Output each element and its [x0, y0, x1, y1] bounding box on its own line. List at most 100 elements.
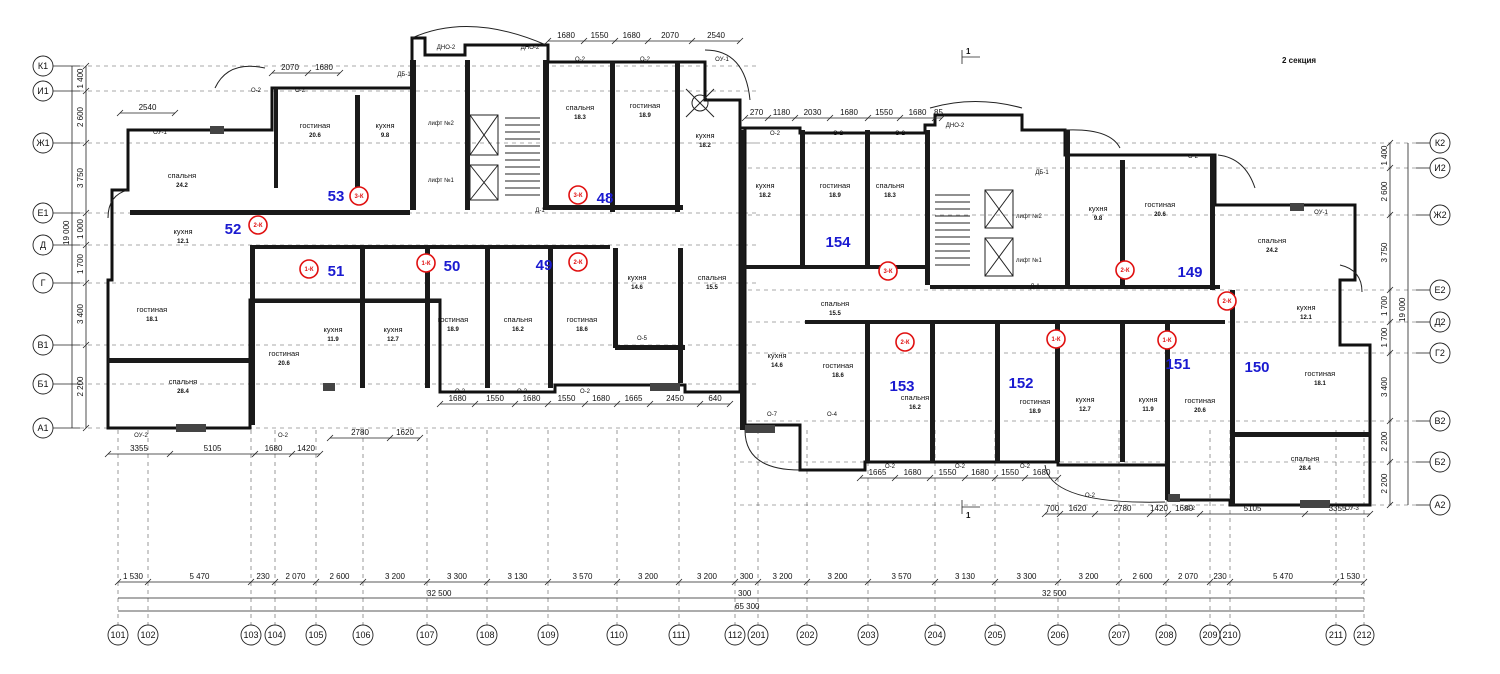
badge-label: 1-К [1052, 337, 1061, 343]
dimension-label: 5 470 [189, 572, 210, 581]
room-name: гостиная [269, 349, 300, 358]
dimension-label: 1 700 [76, 253, 85, 274]
apartment-number: 49 [536, 257, 553, 274]
window-code: ДНО-2 [437, 45, 456, 51]
axis-label: Б2 [1435, 457, 1446, 467]
dimension-label: 2070 [661, 31, 679, 40]
room-area: 18.6 [576, 327, 588, 333]
dimension-tick [726, 400, 734, 408]
dimension-label: 1680 [1033, 468, 1051, 477]
dimension-label: 3 200 [638, 572, 659, 581]
axis-bubble-bottom: 205 [984, 624, 1006, 646]
axis-bubble-bottom: 212 [1353, 624, 1375, 646]
axis-bubble-bottom: 106 [352, 624, 374, 646]
room-area: 18.2 [699, 143, 711, 149]
dimension-tick [896, 114, 904, 122]
window-code: О-2 [575, 57, 586, 63]
axis-label: 105 [308, 630, 323, 640]
dimension-label: 1 400 [76, 68, 85, 89]
dimension-label: 85 [934, 108, 943, 117]
dimension-label: 1 530 [123, 572, 144, 581]
room-area: 14.6 [771, 363, 783, 369]
room-name: спальня [168, 171, 196, 180]
dimension-label: 3 200 [385, 572, 406, 581]
apartment-number: 50 [444, 258, 461, 275]
dimension-label: 1 000 [76, 218, 85, 239]
room-name: кухня [1075, 395, 1094, 404]
dimension-tick [864, 578, 872, 586]
dimension-label: 1 530 [1340, 572, 1361, 581]
room-name: спальня [821, 299, 849, 308]
axis-label: 207 [1111, 630, 1126, 640]
axis-circle [984, 624, 1006, 646]
dimension-tick [731, 578, 739, 586]
dimension-tick [471, 400, 479, 408]
badge-circle [568, 252, 588, 272]
badge-label: 1-К [422, 261, 431, 267]
dimension-tick [326, 434, 334, 442]
room-name: спальня [876, 181, 904, 190]
axis-bubble-bottom: 111 [668, 624, 690, 646]
axis-label: В2 [1434, 416, 1445, 426]
dimension-label: 1550 [1001, 468, 1019, 477]
dimension-tick [544, 578, 552, 586]
axis-bubble-right: Е2 [1416, 279, 1451, 301]
dimension-tick [864, 114, 872, 122]
dimension-tick [82, 341, 90, 349]
badge-circle [568, 185, 588, 205]
dimension-label: 3355 [130, 444, 148, 453]
dimension-label: 3 750 [1380, 242, 1389, 263]
room-name: кухня [767, 351, 786, 360]
room-name: кухня [755, 181, 774, 190]
dimension-tick [688, 37, 696, 45]
dimension-label: 1680 [265, 444, 283, 453]
dimension-tick [581, 400, 589, 408]
room-name: кухня [627, 273, 646, 282]
dimension-tick [646, 400, 654, 408]
dimension-tick [511, 400, 519, 408]
axis-circle [1047, 624, 1069, 646]
dimension-tick [436, 400, 444, 408]
room-name: гостиная [630, 101, 661, 110]
dimension-label: 2 600 [1380, 181, 1389, 202]
axis-bubble-right: Б2 [1416, 451, 1451, 473]
dimension-tick [1115, 578, 1123, 586]
window-code: ДБ-1 [397, 72, 411, 78]
axis-circle [416, 624, 438, 646]
axis-bubble-bottom: 101 [107, 624, 129, 646]
axis-bubble-bottom: 103 [240, 624, 262, 646]
axis-label: Г2 [1435, 348, 1445, 358]
dimension-label: 3 200 [772, 572, 793, 581]
axis-bubble-bottom: 208 [1155, 624, 1177, 646]
axis-bubble-bottom: 201 [747, 624, 769, 646]
dimension-total-left: 32 500 [427, 589, 452, 598]
axis-bubble-left: Г [32, 272, 80, 294]
dimension-label: 640 [708, 394, 722, 403]
axis-circle [1219, 624, 1241, 646]
axis-bubble-bottom: 207 [1108, 624, 1130, 646]
window-code: ОУ-1 [1314, 210, 1328, 216]
room-area: 9.8 [1094, 216, 1103, 222]
room-area: 15.5 [829, 311, 841, 317]
room-name: гостиная [1185, 396, 1216, 405]
axis-label: И1 [37, 86, 48, 96]
axis-bubble-bottom: 109 [537, 624, 559, 646]
axis-label: 211 [1329, 630, 1343, 640]
badge-label: 2-К [1223, 299, 1232, 305]
dimension-label: 2540 [707, 31, 725, 40]
dimension-label: 1680 [592, 394, 610, 403]
dimension-tick [611, 37, 619, 45]
badge-circle [895, 332, 915, 352]
dimension-tick [336, 69, 344, 77]
axis-bubble-bottom: 108 [476, 624, 498, 646]
apartment-number: 153 [889, 378, 914, 395]
window-code: О-5 [637, 336, 648, 342]
axis-label: И2 [1434, 163, 1445, 173]
apartment-type-badge: 2-К [568, 252, 588, 272]
axis-label: 103 [243, 630, 258, 640]
badge-circle [1217, 291, 1237, 311]
dimension-tick [1386, 286, 1394, 294]
dimension-tick [82, 87, 90, 95]
dimension-tick [856, 474, 864, 482]
